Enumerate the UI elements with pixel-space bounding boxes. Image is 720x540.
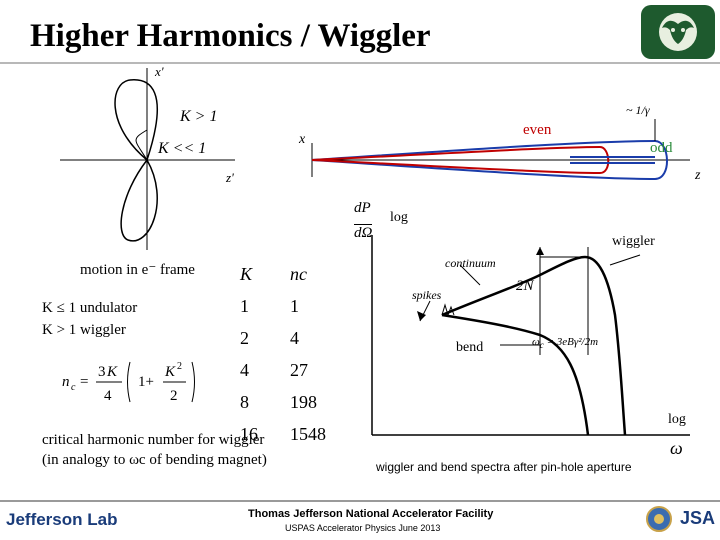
svg-text:c: c <box>71 382 76 393</box>
svg-text:1+: 1+ <box>138 374 154 390</box>
omega-c-formula: ωc = 3eBγ²/2m <box>532 336 599 351</box>
even-label: even <box>523 122 552 138</box>
gamma-note: ~ 1/γ <box>626 103 650 117</box>
seal-icon <box>646 506 672 532</box>
spectrum-caption: wiggler and bend spectra after pin-hole … <box>376 460 632 474</box>
wiggler-text: K > 1 wiggler <box>42 322 126 338</box>
k-greater-one-label: K > 1 <box>180 108 218 125</box>
bend-curve-label: bend <box>456 340 484 355</box>
axis-z-label: z <box>695 168 701 183</box>
axis-z-prime-label: z' <box>226 170 234 185</box>
critical-harmonic-text: critical harmonic number for wiggler <box>42 432 265 448</box>
slide-title: Higher Harmonics / Wiggler <box>30 18 431 54</box>
beam-cone-diagram <box>311 119 690 181</box>
log-x-label: log <box>668 412 686 427</box>
footer-divider <box>0 500 720 502</box>
axis-x-prime-label: x' <box>155 64 164 79</box>
table-header-k: K <box>240 263 253 284</box>
svg-text:4: 4 <box>104 388 112 404</box>
table-row: 4 27 <box>236 354 336 386</box>
axis-x-label: x <box>299 132 306 147</box>
jefferson-lab-logo: Jefferson Lab <box>6 510 118 529</box>
facility-name: Thomas Jefferson National Accelerator Fa… <box>248 508 494 520</box>
title-divider <box>0 62 720 64</box>
table-cell: 2 <box>240 327 249 348</box>
undulator-text: K ≤ 1 undulator <box>42 300 138 316</box>
svg-text:2: 2 <box>170 388 178 404</box>
domega-label: dΩ <box>354 224 373 241</box>
table-cell: 16 <box>240 423 258 444</box>
svg-text:K: K <box>164 364 176 380</box>
table-header-nc: nc <box>290 263 307 284</box>
table-cell: 27 <box>290 359 308 380</box>
odd-label: odd <box>650 140 673 156</box>
svg-text:=: = <box>80 374 88 390</box>
table-header-row: K nc <box>236 258 336 290</box>
svg-text:3: 3 <box>98 364 106 380</box>
k-much-less-one-label: K << 1 <box>158 140 207 157</box>
spectrum-plot <box>371 235 690 436</box>
log-y-label: log <box>390 210 408 225</box>
table-cell: 198 <box>290 391 317 412</box>
motion-frame-text: motion in e⁻ frame <box>80 262 195 278</box>
table-cell: 8 <box>240 391 249 412</box>
nc-formula: n c = 3 K 4 1+ K 2 2 <box>62 361 195 404</box>
continuum-label: continuum <box>445 256 496 270</box>
table-row: 16 1548 <box>236 418 336 450</box>
omega-axis-label: ω <box>670 438 683 458</box>
analogy-text: (in analogy to ωc of bending magnet) <box>42 452 267 468</box>
two-n-label: 2N <box>516 278 534 294</box>
figure-eight-diagram <box>60 68 235 250</box>
dp-label: dP <box>354 200 371 216</box>
wiggler-curve-label: wiggler <box>612 234 655 249</box>
svg-text:n: n <box>62 374 70 390</box>
ram-logo-icon <box>641 5 715 59</box>
table-cell: 4 <box>290 327 299 348</box>
spikes-label: spikes <box>412 288 442 302</box>
table-row: 8 198 <box>236 386 336 418</box>
table-cell: 1 <box>290 295 299 316</box>
table-cell: 1 <box>240 295 249 316</box>
table-cell: 1548 <box>290 423 326 444</box>
table-cell: 4 <box>240 359 249 380</box>
jsa-logo: JSA <box>680 508 716 528</box>
svg-text:K: K <box>106 364 118 380</box>
svg-text:2: 2 <box>177 361 182 372</box>
course-name: USPAS Accelerator Physics June 2013 <box>285 523 441 533</box>
